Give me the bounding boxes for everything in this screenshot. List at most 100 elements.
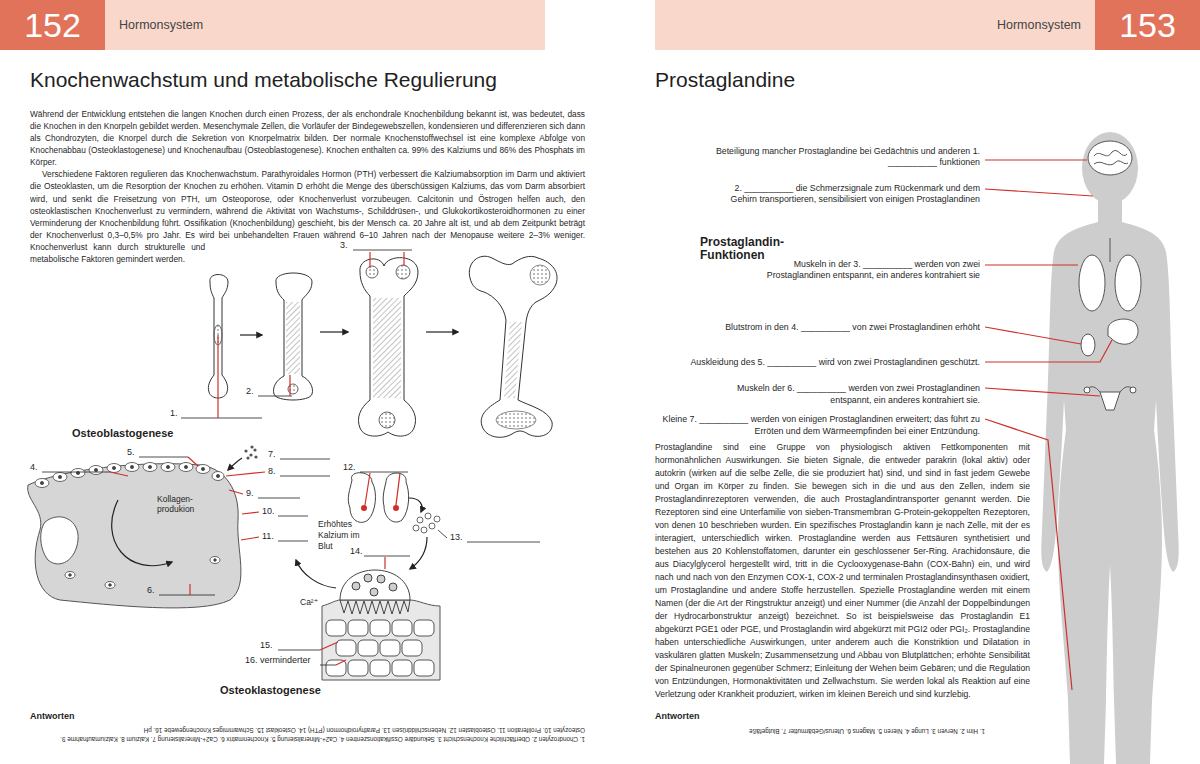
osteoclast-cell: [352, 582, 360, 590]
bone-figure: [358, 258, 418, 436]
answer-blank: [258, 498, 300, 499]
organ: [1094, 150, 1128, 164]
answers-text: 1. Chondrozyten 2. Oberflächliche Knoche…: [30, 726, 585, 743]
callout-number: 4.: [30, 462, 38, 472]
leader-line: [384, 557, 385, 569]
answer-blank: [353, 250, 412, 251]
body-silhouette: [1082, 132, 1138, 204]
body-silhouette: [1041, 200, 1178, 764]
function-label: Blutstrom in den 4. __________ von zwei …: [660, 322, 980, 333]
wrap-figure-space: [205, 246, 585, 466]
answer-blank: [278, 516, 308, 517]
function-label: Kleine 7. __________ werden von einigen …: [658, 413, 980, 437]
osteoclast-cell: [389, 583, 397, 591]
osteoblast-cell: [201, 467, 204, 470]
body-text: Verschiedene Faktoren regulieren das Kno…: [30, 168, 585, 265]
organ: [1115, 255, 1141, 311]
leader-line: [110, 472, 128, 476]
part-label: Kollagen-produkion: [157, 495, 212, 515]
osteoblast-cell: [40, 481, 43, 484]
answer-blank: [181, 418, 262, 419]
leader-line: [226, 472, 265, 476]
osteoblast-cell: [166, 465, 169, 468]
leader-line: [320, 642, 338, 650]
calcium-dots: [249, 453, 252, 456]
osteoblast-cell: [125, 463, 139, 472]
part-label: Erhöhtes Kalzium im Blut: [318, 519, 368, 552]
osteoblast-cell: [35, 463, 224, 589]
bone-figure: [286, 302, 300, 374]
process-arrow: [410, 537, 427, 569]
bone-bed: [370, 660, 390, 676]
osteoblast-cell: [214, 559, 217, 562]
callout-number: 11.: [262, 531, 274, 541]
osteoclast-cell: [340, 570, 410, 614]
leader-line: [369, 252, 370, 268]
bone-bed: [322, 600, 440, 680]
bone-bed: [402, 640, 422, 656]
function-label: Muskeln in der 3. __________ werden von …: [730, 259, 980, 281]
leader-line: [985, 159, 1087, 160]
callout-number: 12.: [343, 462, 356, 472]
answer-blank: [258, 396, 292, 397]
function-label: Beteiligung mancher Prostaglandine bei G…: [695, 146, 980, 168]
leader-line: [396, 473, 400, 505]
parathyroid-gland: [361, 505, 367, 511]
callout-number: 13.: [450, 532, 463, 542]
hormone-granules: [417, 517, 423, 523]
osteoblast-cell: [184, 465, 187, 468]
leader-line: [985, 189, 1093, 196]
bone-figure: [469, 256, 557, 437]
organ: [1079, 255, 1105, 311]
header-text: Hormonsystem: [119, 18, 203, 32]
bone-bed: [414, 620, 434, 636]
callout-number: 8.: [268, 466, 276, 476]
leader-line: [438, 530, 447, 538]
calcium-dots: [254, 455, 257, 458]
leader-line: [403, 252, 404, 266]
bone-bed: [380, 640, 400, 656]
answer-blank: [280, 476, 330, 477]
process-arrow: [409, 498, 422, 512]
page-heading: Knochenwachstum und metabolische Regulie…: [30, 68, 497, 92]
hormone-granules: [413, 525, 419, 531]
leader-line: [985, 340, 1112, 362]
osteoblast-cell: [94, 468, 97, 471]
body-text: Während der Entwicklung entstehen die la…: [30, 108, 585, 168]
osteoblast-cell: [212, 472, 224, 481]
osteoblast-cell: [216, 474, 219, 477]
function-label: Auskleidung des 5. __________ wird von z…: [660, 357, 980, 368]
callout-number: 1.: [170, 408, 178, 418]
leader-line: [985, 160, 1112, 690]
osteoclast-cell: [340, 600, 410, 614]
page-number: 153: [1095, 0, 1200, 50]
answer-blank: [139, 457, 188, 458]
osteoblast-cell: [65, 572, 75, 579]
parathyroid-gland: [383, 473, 408, 522]
function-label: 2. __________ die Schmerzsignale zum Rüc…: [720, 183, 980, 205]
organ: [1100, 392, 1120, 410]
bone-tissue: [28, 464, 241, 608]
osteoblast-cell: [210, 557, 220, 564]
bone-bed: [326, 620, 346, 636]
process-arrow: [426, 331, 458, 332]
hormone-granules: [413, 513, 440, 533]
answer-blank: [42, 472, 110, 473]
leader-line: [985, 264, 1078, 265]
ion-label: Ca²⁺: [300, 598, 318, 608]
function-label: Muskeln der 6. __________ werden von zwe…: [700, 382, 980, 406]
bone-figure: [379, 412, 395, 428]
bone-figure: [273, 273, 312, 400]
bone-bed: [348, 620, 368, 636]
process-arrow: [240, 332, 458, 335]
bone-figure: [373, 298, 401, 398]
leader-line: [241, 537, 259, 540]
bone-figure: [504, 322, 522, 398]
leader-line: [336, 660, 346, 665]
answer-blank: [467, 542, 540, 543]
bone-bed: [348, 660, 368, 676]
osteoblast-cell: [35, 479, 49, 488]
leader-line: [438, 530, 447, 538]
hormone-granules: [434, 516, 440, 522]
answer-blank: [280, 459, 330, 460]
